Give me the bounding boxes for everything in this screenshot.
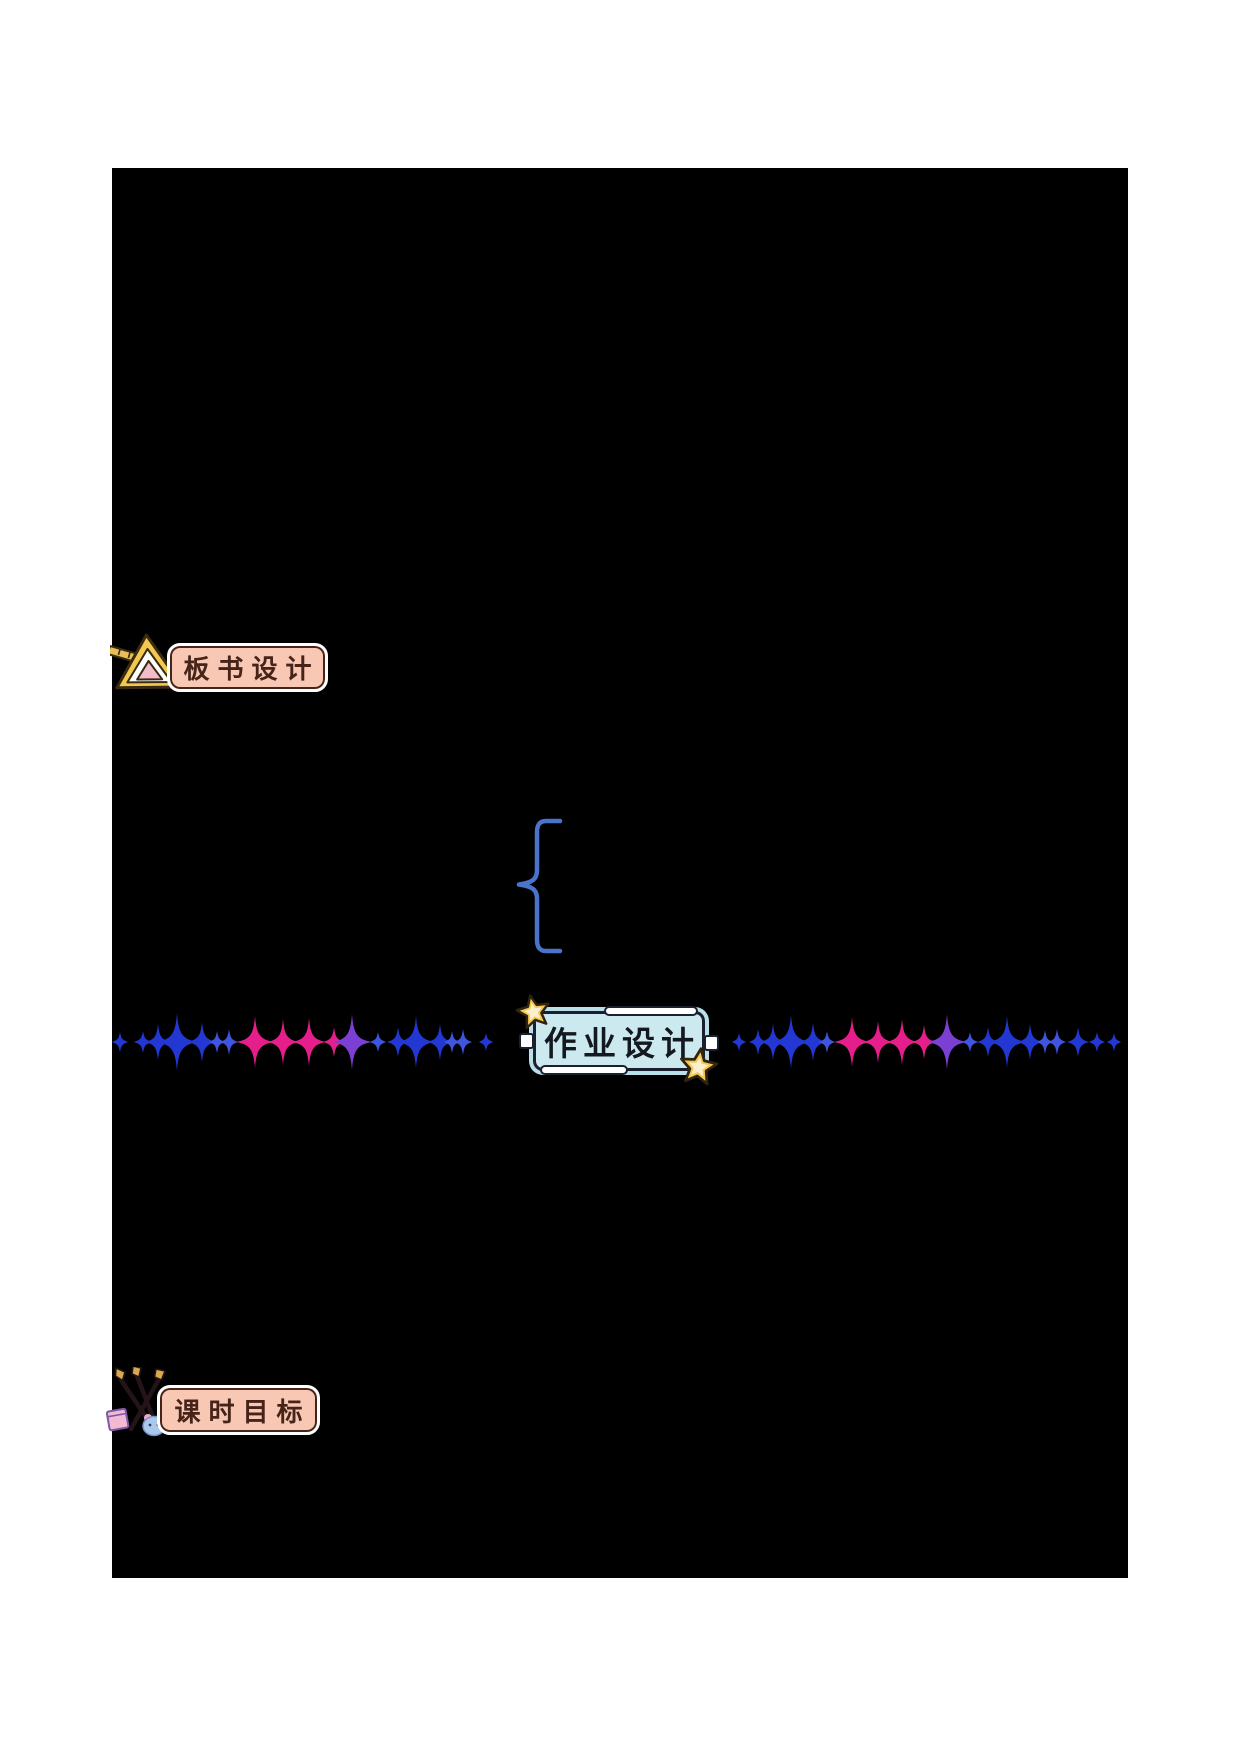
highlight-bar-bottom	[540, 1065, 628, 1075]
curly-brace-icon	[516, 818, 563, 954]
triangle-ruler-icon	[110, 633, 185, 690]
star-bottom-right-icon	[680, 1047, 719, 1086]
homework-design-label: 作业设计	[544, 1024, 700, 1063]
homework-design-badge: 作业设计	[515, 994, 720, 1086]
lesson-goal-label: 课时目标	[174, 1397, 311, 1428]
star-top-left-icon	[515, 994, 550, 1029]
connector-tab-right	[704, 1035, 719, 1051]
content-canvas: 板书设计 作业设计	[106, 168, 1128, 1578]
connector-tab-left	[519, 1033, 534, 1049]
soundwave-divider-icon	[112, 1013, 1121, 1071]
lesson-goal-box: 课时目标	[157, 1385, 320, 1435]
highlight-bar-top	[604, 1006, 698, 1016]
board-design-box: 板书设计	[167, 643, 328, 692]
board-design-label: 板书设计	[183, 655, 320, 685]
